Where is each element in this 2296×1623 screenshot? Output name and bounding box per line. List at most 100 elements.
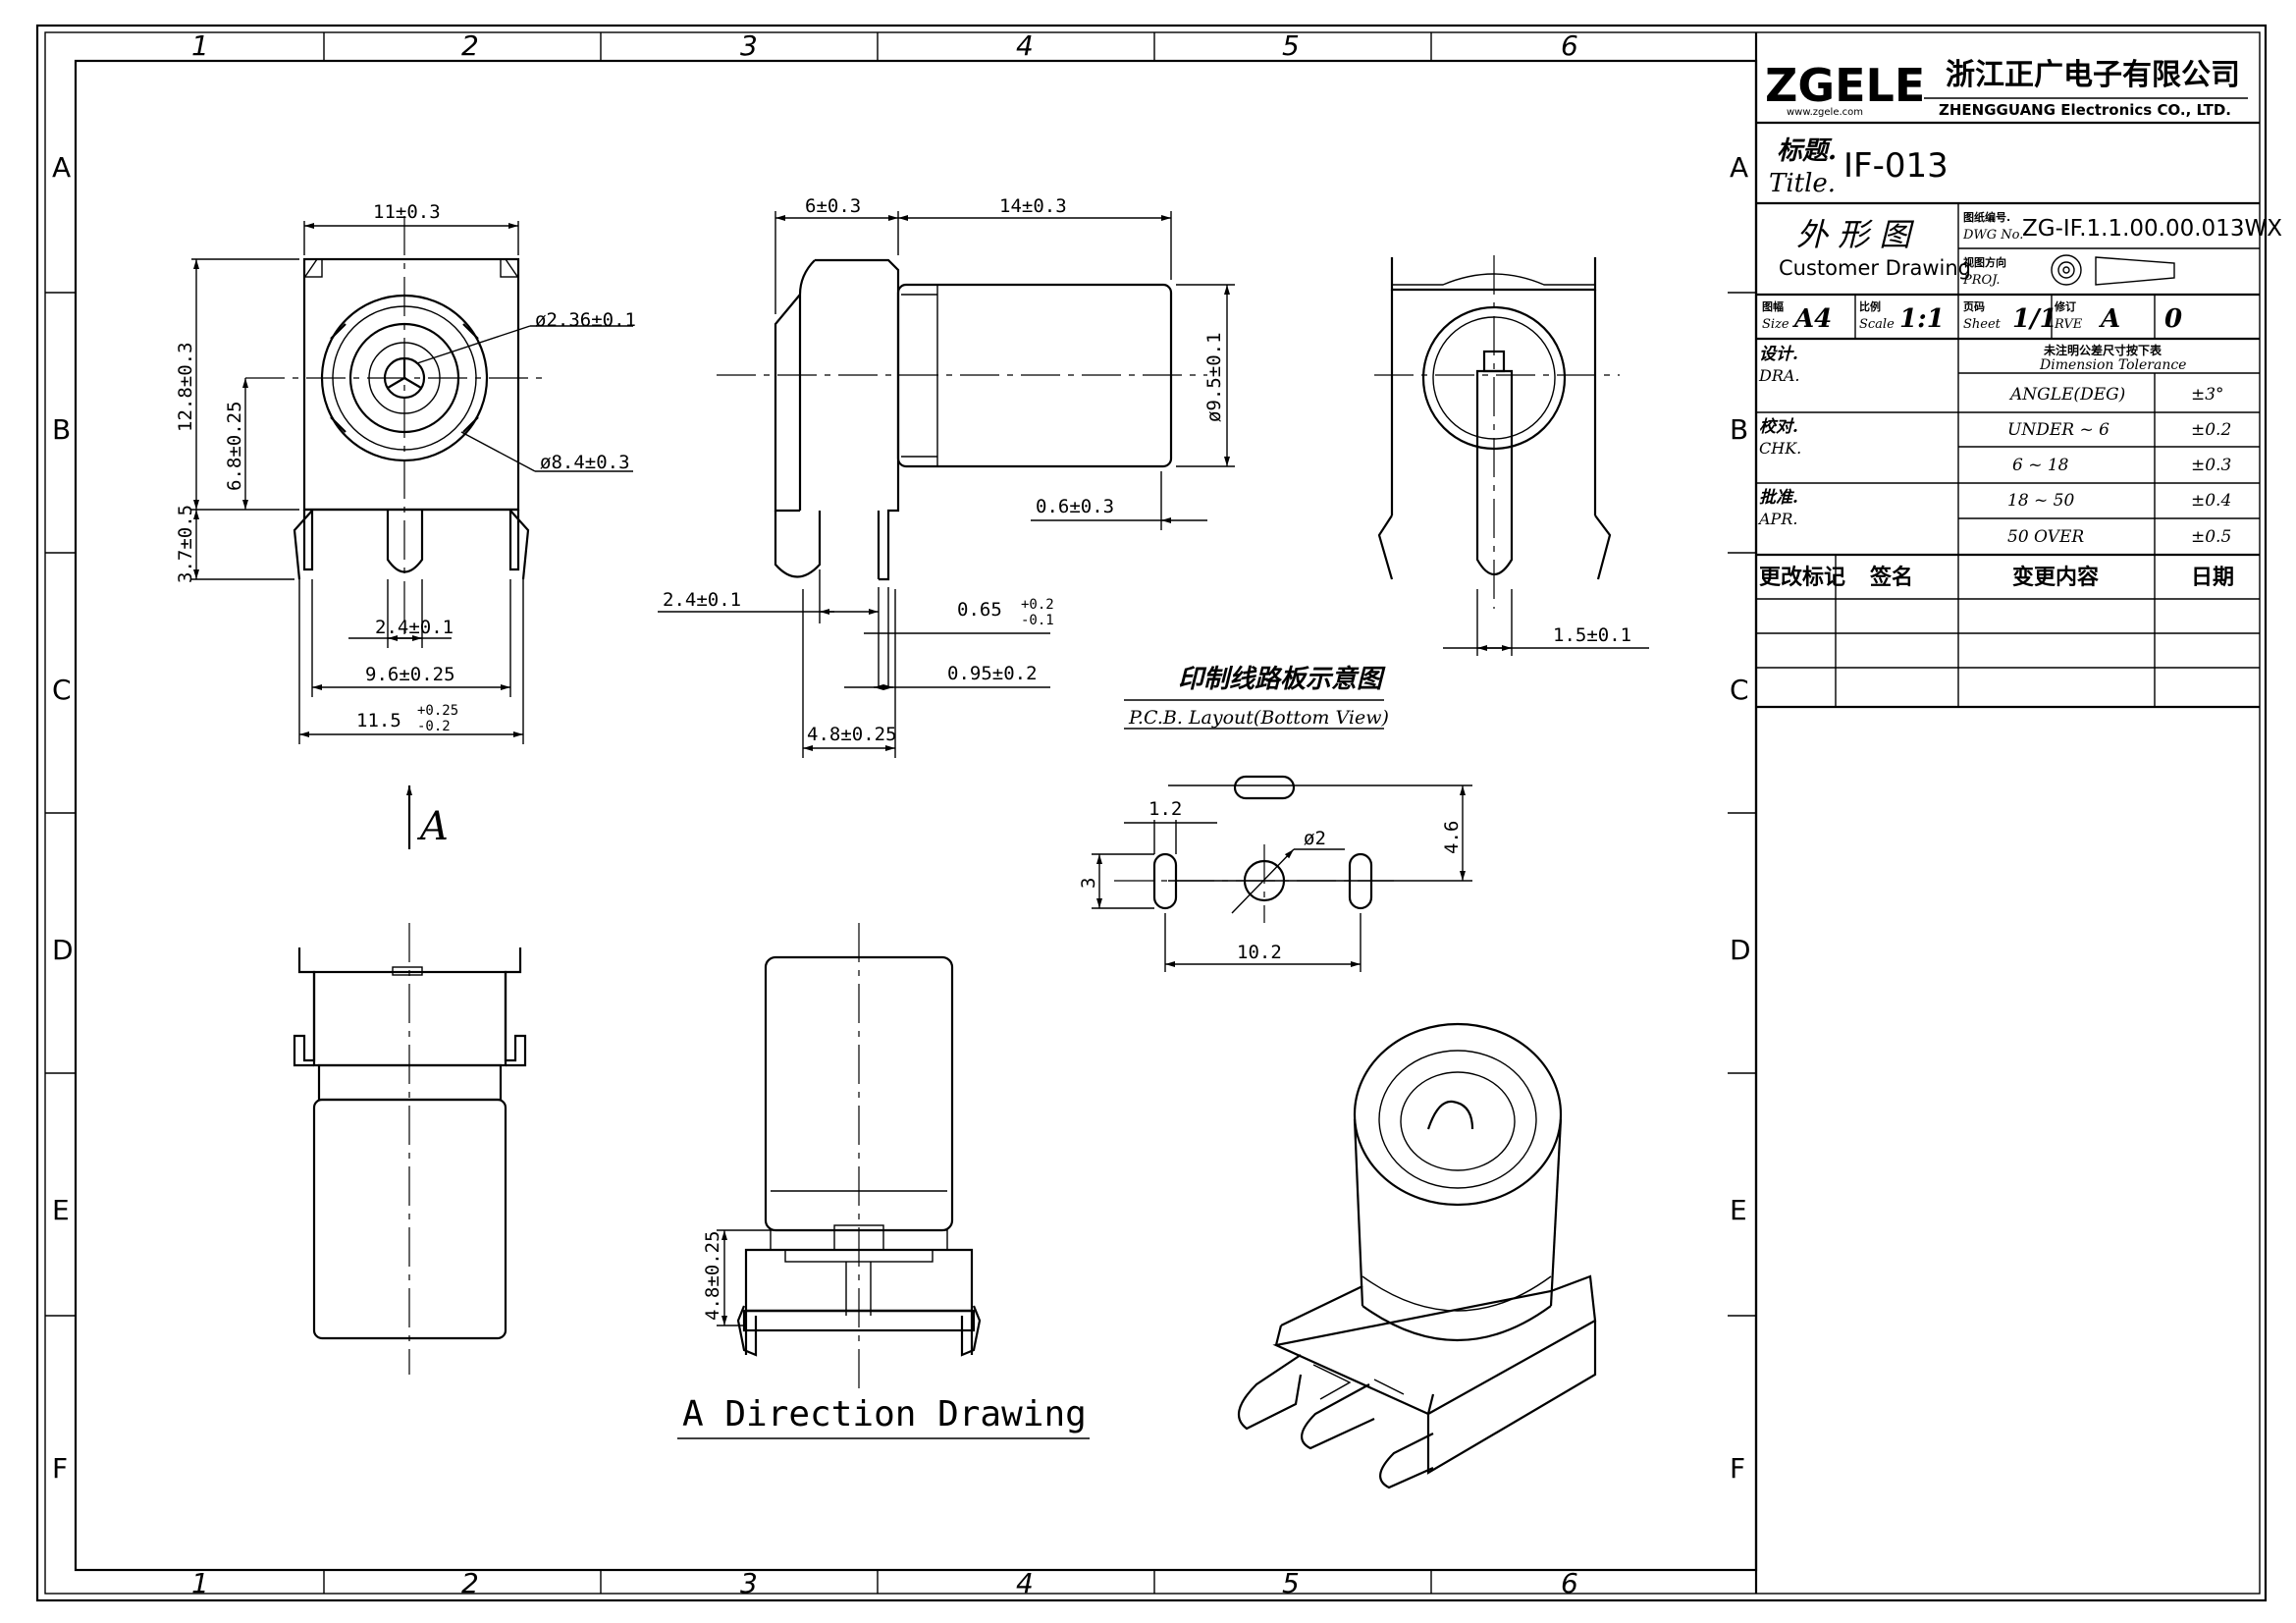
row-label-a: A [52,151,71,184]
proj-label-en: PROJ. [1962,273,2001,288]
row-label-b: B [52,413,71,446]
sheet-value: 1/1 [2012,304,2057,334]
dim-base-width-tol-lower: -0.2 [417,719,451,734]
dim-side-thickness: 0.65 [957,599,1002,621]
row-label-e: E [52,1194,70,1226]
col-label-2: 2 [461,29,479,62]
dim-pin-outer: 9.6±0.25 [365,664,455,685]
signature-header: 签名 [1869,565,1913,590]
dim-side-body: 14±0.3 [999,195,1067,217]
tolerance-header-cn: 未注明公差尺寸按下表 [2043,343,2163,357]
logo-url: www.zgele.com [1787,107,1863,118]
rear-dimensions: 1.5±0.1 [1443,589,1649,656]
rear-view [1374,255,1620,609]
pcb-layout: 印制线路板示意图 P.C.B. Layout(Bottom View) 4.6 … [1078,665,1472,972]
size-value: A4 [1791,304,1832,334]
front-dimensions: 11±0.3 12.8±0.3 6.8±0.25 3.7±0.5 ø2.36±0… [175,201,636,744]
view-arrow-a: A [406,785,449,849]
dim-side-pin: 2.4±0.1 [663,589,741,611]
zone-labels-rows: A B C D E F A B C D E F [52,151,1751,1485]
company-logo: ZGELE [1765,59,1925,112]
size-label-cn: 图幅 [1762,299,1784,313]
tolerance-value: ±0.5 [2191,527,2231,547]
proj-label-cn: 视图方向 [1963,255,2006,269]
company-name-cn: 浙江正广电子有限公司 [1946,58,2240,92]
dim-outer-diameter: ø8.4±0.3 [540,452,630,473]
dim-side-thickness-tol-upper: +0.2 [1021,597,1054,613]
dim-base-width: 11.5 [356,710,401,731]
title-block [1756,121,2260,709]
dwg-label-cn: 图纸编号. [1963,210,2010,224]
drawing-type-en: Customer Drawing [1779,256,1971,280]
chk-label-en: CHK. [1759,439,1801,458]
dim-side-thickness-tol-lower: -0.1 [1021,613,1054,628]
row-label-e-right: E [1730,1194,1747,1226]
size-label-en: Size [1762,317,1789,332]
rev-value: A [2098,304,2120,334]
tolerance-value: ±0.3 [2191,456,2231,475]
chk-label-cn: 校对. [1759,417,1798,437]
dwg-number: ZG-IF.1.1.00.00.013WX [2022,216,2282,242]
row-label-d-right: D [1730,934,1751,966]
view-arrow-label: A [416,804,449,849]
col-label-1-bottom: 1 [191,1567,209,1599]
dim-pin-diameter: ø2.36±0.1 [535,309,636,331]
dim-side-pin-width: 0.95±0.2 [947,663,1038,684]
top-view-bottom-left [293,923,527,1375]
col-label-6-bottom: 6 [1561,1567,1578,1599]
row-label-b-right: B [1730,413,1748,446]
tolerance-range: 18 ~ 50 [2007,491,2074,511]
change-content-header: 变更内容 [2012,565,2099,590]
rev-number: 0 [2164,304,2182,334]
sheet-label-cn: 页码 [1963,300,1985,313]
dim-front-center-height: 6.8±0.25 [224,401,245,491]
dim-front-height: 12.8±0.3 [175,342,196,432]
tolerance-value: ±3° [2191,385,2224,405]
pcb-dim-hole: ø2 [1304,828,1326,849]
col-label-4: 4 [1016,29,1034,62]
dim-pin-spacing: 2.4±0.1 [375,617,454,638]
row-label-c: C [52,674,72,706]
tolerance-table: ANGLE(DEG) ±3° UNDER ~ 6 ±0.2 6 ~ 18 ±0.… [2007,385,2231,547]
row-label-f: F [52,1452,68,1485]
col-label-2-bottom: 2 [461,1567,479,1599]
scale-label-en: Scale [1859,317,1895,332]
tolerance-range: 6 ~ 18 [2012,456,2069,475]
col-label-3: 3 [740,29,758,62]
direction-drawing-label: A Direction Drawing [682,1394,1087,1434]
col-label-5-bottom: 5 [1282,1567,1300,1599]
drawing-title: IF-013 [1843,146,1949,186]
pcb-dim-spacing: 4.6 [1441,821,1463,854]
pcb-title-cn: 印制线路板示意图 [1178,665,1386,694]
title-label-cn: 标题. [1777,136,1837,166]
row-label-f-right: F [1730,1452,1745,1485]
col-label-4-bottom: 4 [1016,1567,1034,1599]
tolerance-value: ±0.2 [2191,420,2231,440]
dim-base-width-tol-upper: +0.25 [417,703,458,719]
dim-front-width: 11±0.3 [373,201,441,223]
dim-side-base: 4.8±0.25 [807,724,897,745]
dra-label-en: DRA. [1758,366,1800,385]
side-view [717,258,1207,581]
row-label-a-right: A [1730,151,1748,184]
sheet-label-en: Sheet [1963,317,2002,332]
pcb-dim-slot-width: 1.2 [1148,798,1182,820]
tolerance-header-en: Dimension Tolerance [2039,357,2186,373]
company-name-en: ZHENGGUANG Electronics CO., LTD. [1939,101,2231,119]
dra-label-cn: 设计. [1759,345,1798,364]
tolerance-range: 50 OVER [2007,527,2084,547]
row-label-d: D [52,934,74,966]
dim-rear-pin: 1.5±0.1 [1553,624,1631,646]
zone-labels: 1 2 3 4 5 6 1 2 3 4 5 6 [191,29,1578,1599]
a-direction-view: 4.8±0.25 [702,923,982,1394]
pcb-dim-slot-length: 3 [1078,878,1099,889]
drawing-type-cn: 外 形 图 [1796,216,1914,253]
rev-label-cn: 修订 [2054,299,2076,313]
dim-side-gap: 0.6±0.3 [1036,496,1114,517]
apr-label-en: APR. [1757,510,1797,528]
col-label-6: 6 [1561,29,1578,62]
tolerance-value: ±0.4 [2191,491,2231,511]
dwg-label-en: DWG No. [1962,228,2023,243]
side-dimensions: 6±0.3 14±0.3 ø9.5±0.1 0.6±0.3 2.4±0.1 0.… [658,195,1235,758]
dim-bottom-height: 4.8±0.25 [702,1230,723,1321]
